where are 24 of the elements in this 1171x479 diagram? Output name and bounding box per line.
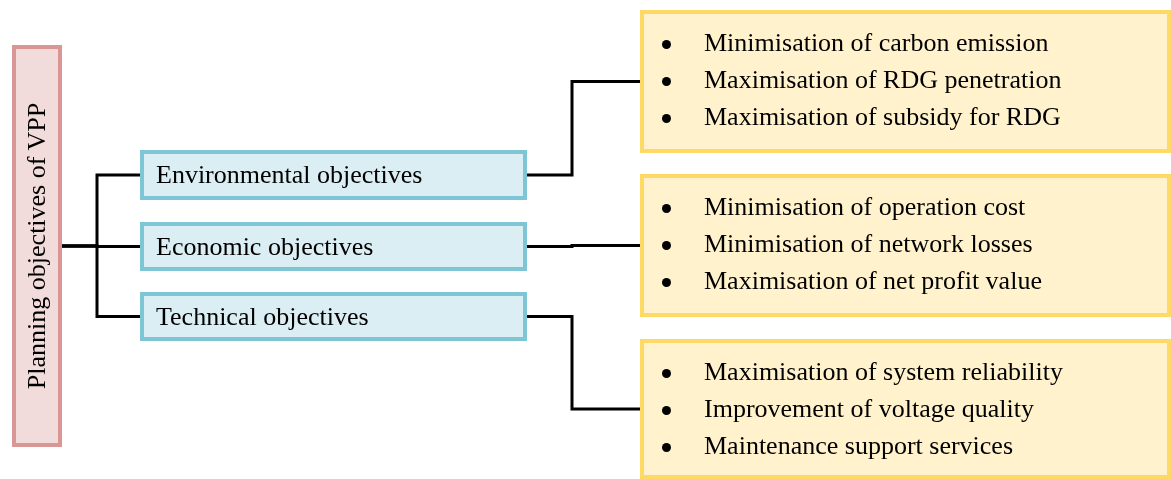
objective-text: Maximisation of system reliability (704, 357, 1063, 387)
category-box (140, 222, 527, 271)
category-label: Technical objectives (156, 301, 369, 332)
connector-line (527, 80, 640, 177)
category-label: Environmental objectives (156, 160, 423, 190)
category-box (140, 292, 527, 341)
connector-line (62, 244, 140, 318)
objective-text: Improvement of voltage quality (704, 394, 1034, 424)
objective-text: Maintenance support services (704, 431, 1013, 461)
objective-text: Minimisation of network losses (704, 229, 1033, 259)
category-label: Economic objectives (156, 231, 374, 262)
objective-text: Maximisation of RDG penetration (704, 65, 1062, 95)
objective-list-box (640, 174, 1171, 317)
root-box (12, 45, 62, 447)
connector-line (527, 315, 640, 411)
connector-line (527, 244, 640, 248)
objective-text: Minimisation of carbon emission (704, 28, 1049, 58)
category-box (140, 150, 527, 200)
objective-text: Maximisation of net profit value (704, 266, 1042, 296)
objective-list-box (640, 339, 1171, 479)
root-label: Planning objectives of VPP (22, 102, 52, 390)
objective-text: Maximisation of subsidy for RDG (704, 102, 1061, 132)
objective-text: Minimisation of operation cost (704, 192, 1026, 222)
objective-list-box (640, 10, 1171, 153)
